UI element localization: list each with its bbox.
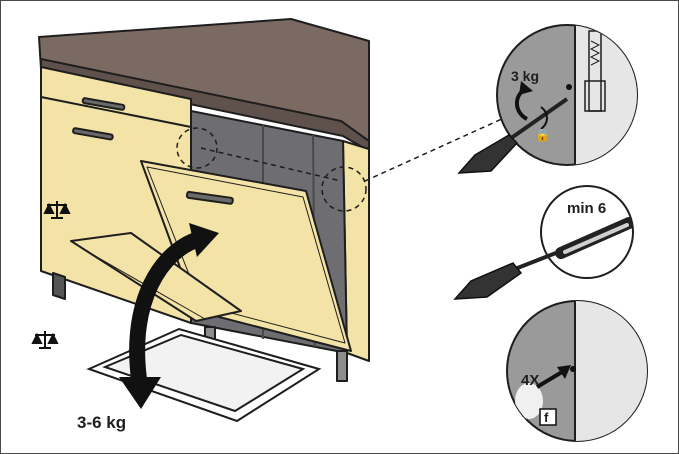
screwdriver-icon (457, 97, 569, 174)
screw-hole-cover (515, 383, 543, 419)
curved-arrow-icon (119, 223, 219, 409)
detail-hinge-adjustment: 🔒 3 kg (457, 24, 638, 174)
door-inner-edge (146, 166, 346, 344)
curved-arrow-head-top (189, 223, 219, 257)
balance-scale-icon (43, 201, 71, 219)
marker-left (176, 127, 218, 169)
detail-fixing-screws: 4X f (506, 300, 648, 442)
marker-right (321, 166, 367, 212)
drawer-handle-top (81, 97, 126, 111)
detail-letter: f (544, 410, 549, 425)
detail-screw-depth: min 6 (453, 185, 634, 300)
screwdriver-icon (453, 249, 562, 300)
door-handle (185, 190, 234, 205)
curved-arrow-body (129, 231, 202, 381)
detail-letter-box (539, 408, 557, 426)
screw-count-label: 4X (521, 372, 539, 389)
foot-right (336, 350, 348, 382)
rotate-arrow-icon (540, 106, 548, 130)
base-tray (86, 327, 322, 423)
min-depth-label: min 6 (567, 200, 606, 217)
leader-line-main (200, 147, 342, 182)
lock-glyph: 🔒 (535, 128, 550, 142)
balance-scale-icon (31, 331, 59, 349)
drawer-divider (40, 96, 192, 128)
drawer-handle-middle (72, 127, 114, 141)
leader-line-detail (364, 112, 516, 182)
attachment-markers (176, 112, 516, 212)
tray-inner (102, 333, 306, 413)
curved-arrow-head-bottom (119, 377, 161, 409)
torque-label: 3 kg (511, 68, 539, 84)
door-weight-label: 3-6 kg (77, 413, 126, 432)
cabinet-plinth (52, 272, 66, 300)
